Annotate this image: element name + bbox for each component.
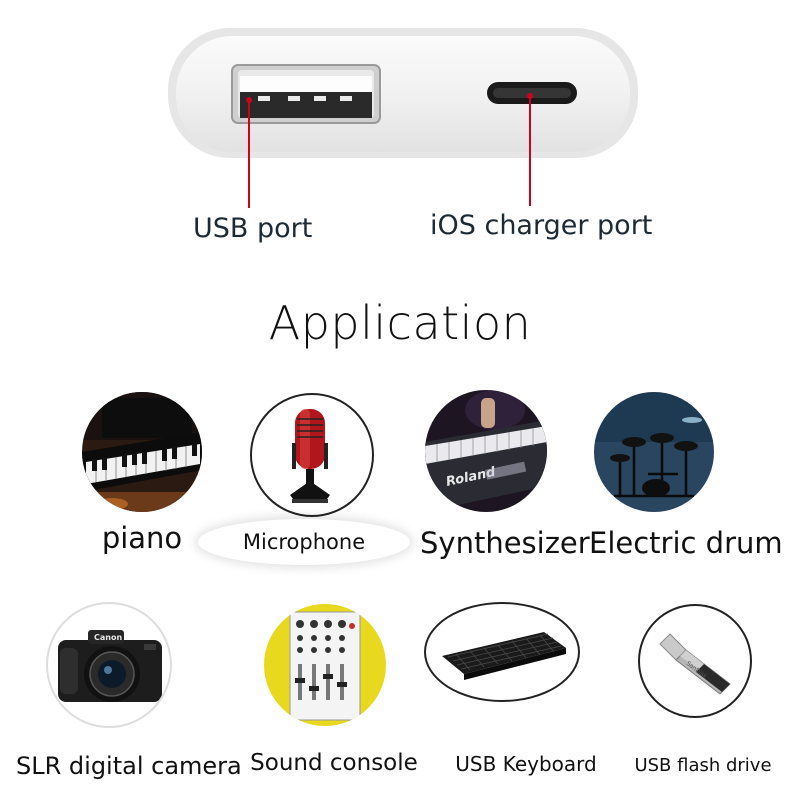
ios-indicator-dot: [527, 93, 533, 99]
app-caption-usb-keyboard: USB Keyboard: [455, 752, 597, 776]
usb-flash-drive-icon: SanDisk: [638, 604, 752, 718]
usb-indicator-dot: [246, 97, 252, 103]
microphone-caption-frame: [198, 519, 410, 565]
usb-port-socket: [231, 64, 381, 124]
piano-icon: [82, 392, 202, 512]
app-caption-electric-drum: Electric drum: [589, 526, 783, 560]
synthesizer-icon: Roland: [425, 390, 547, 512]
keyboard-icon: [424, 602, 580, 702]
ios-port-label: iOS charger port: [430, 210, 653, 241]
sound-console-icon: [264, 604, 386, 726]
app-caption-sound-console: Sound console: [250, 750, 418, 776]
app-caption-camera: SLR digital camera: [16, 752, 242, 780]
usb-port-label: USB port: [193, 213, 313, 244]
app-caption-usb-flash-drive: USB flash drive: [634, 755, 772, 776]
ios-port-socket: [487, 82, 577, 104]
app-caption-microphone: Microphone: [242, 530, 366, 554]
section-title: Application: [268, 296, 532, 350]
app-caption-piano: piano: [101, 521, 183, 555]
app-caption-synthesizer: Synthesizer: [420, 526, 590, 560]
camera-icon: Canon: [46, 602, 172, 728]
microphone-icon: [250, 393, 374, 517]
electric-drum-icon: [594, 392, 714, 512]
canon-brand-text: Canon: [94, 633, 122, 642]
port-indicator-lines: [246, 93, 533, 208]
adapter-illustration: [168, 28, 638, 208]
